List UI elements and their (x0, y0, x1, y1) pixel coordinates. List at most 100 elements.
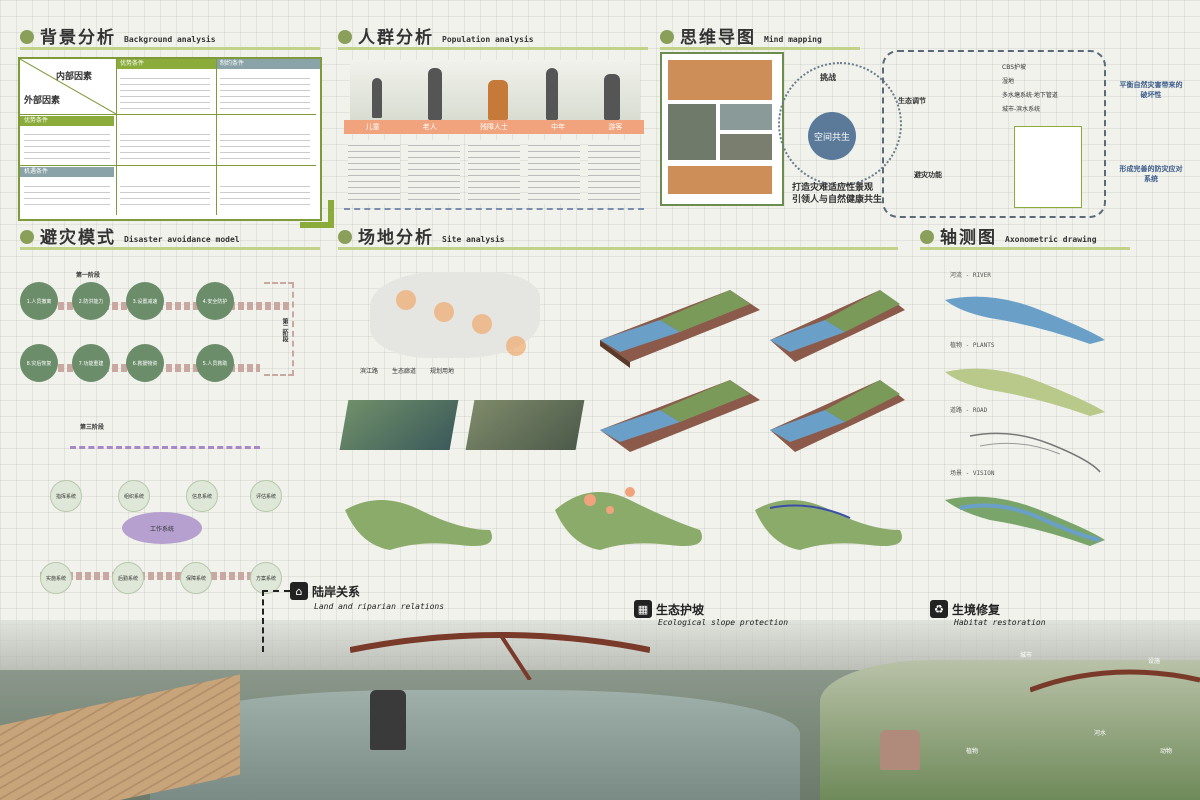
slope-title: ▦ 生态护坡 (634, 600, 704, 618)
flow-arrow-band (40, 302, 290, 310)
col-advantage-header: 优势条件 (116, 59, 218, 69)
mindmap-item: 湿地 (1002, 78, 1015, 85)
site-green-map (555, 487, 702, 550)
system-node: 评估系统 (250, 480, 282, 512)
bottom-label: 城市 (1020, 652, 1033, 659)
axo-road-layer (969, 432, 1101, 473)
population-bar (344, 120, 644, 134)
axo-layer-label: 植物 - PLANTS (950, 342, 995, 349)
section-title-zh: 人群分析 (358, 28, 434, 48)
mindmap-item: CBS护坡 (1002, 64, 1027, 71)
needs-text-lines (468, 140, 520, 204)
mindmap-dashed-frame (882, 50, 1106, 218)
challenge-label: 挑战 (820, 73, 836, 82)
habitat-title-en: Habitat restoration (954, 618, 1046, 627)
phase1-label: 第一阶段 (76, 272, 101, 279)
recycle-icon: ♻ (930, 600, 948, 618)
mindmap-text-banner (668, 166, 772, 194)
section-title-en: Mind mapping (764, 35, 822, 44)
needs-text-lines (348, 140, 400, 204)
mindmap-center-node: 空间共生 (808, 112, 856, 160)
cell-text-lines (220, 181, 310, 209)
right-note-2: 形成完善的防灾应对系统 (1119, 165, 1183, 183)
habitat-title-zh: 生境修复 (952, 602, 1001, 617)
system-node: 信息系统 (186, 480, 218, 512)
step-node: 6.救援物资 (126, 344, 164, 382)
legend-item: 滨江路 (360, 368, 379, 375)
mindmap-text-banner (668, 60, 772, 100)
slope-model (770, 290, 905, 362)
photographer-figure-icon (370, 690, 406, 750)
section-bullet-icon (920, 230, 934, 244)
disaster-section-header: 避灾模式 Disaster avoidance model (20, 222, 240, 248)
cell-text-lines (120, 73, 210, 109)
mindmap-subbox (1014, 126, 1082, 208)
mindmap-item: 城市-滨水系统 (1002, 106, 1041, 113)
step-node: 5.人员救助 (196, 344, 234, 382)
cell-text-lines (220, 129, 310, 159)
group-tourist-label: 游客 (608, 123, 623, 131)
section-title-en: Background analysis (124, 35, 216, 44)
terrain-block (465, 400, 585, 450)
mindmap-photo (720, 104, 772, 130)
land-relation-title: ⌂ 陆岸关系 (290, 582, 360, 600)
system-node: 方案系统 (250, 562, 282, 594)
table-row-divider (20, 165, 316, 166)
step-node: 1.人员撤离 (20, 282, 58, 320)
terrain-block (339, 400, 459, 450)
mindmap-slogan-2: 引领人与自然健康共生 (792, 195, 883, 205)
corner-bracket (300, 200, 334, 228)
ecology-label: 生态调节 (898, 97, 926, 105)
table-col-divider (216, 59, 217, 215)
cell-text-lines (24, 181, 110, 209)
section-underline (338, 247, 898, 250)
phase3-label: 第三阶段 (80, 424, 105, 431)
right-note-1: 平衡自然灾害带来的破坏性 (1119, 81, 1183, 99)
site-green-map (345, 500, 492, 550)
site-legend: 滨江路 生态廊道 规划用地 (360, 366, 454, 375)
node-marker (506, 336, 526, 356)
section-underline (338, 47, 648, 50)
disaster-mode-label: 避灾功能 (914, 171, 942, 179)
land-title-en: Land and riparian relations (314, 602, 445, 611)
step-node: 8.灾后恢复 (20, 344, 58, 382)
node-marker (472, 314, 492, 334)
section-bullet-icon (20, 30, 34, 44)
row-opportunity-header: 机遇条件 (20, 167, 114, 177)
cell-text-lines (24, 129, 110, 159)
flow-arrow-band (40, 572, 280, 580)
section-title-en: Population analysis (442, 35, 534, 44)
phase3-dashed-link (70, 446, 260, 455)
table-diagonal (20, 59, 116, 114)
system-node: 实施系统 (40, 562, 72, 594)
bottom-label: 植物 (966, 748, 979, 755)
background-section-header: 背景分析 Background analysis (20, 22, 216, 48)
sitting-people-icon (880, 730, 920, 770)
step-node: 4.安全防护 (196, 282, 234, 320)
phase2-label: 第二阶段 (281, 318, 288, 342)
section-title-zh: 背景分析 (40, 28, 116, 48)
mindmap-photo (720, 134, 772, 160)
section-underline (20, 247, 320, 250)
slope-model (770, 380, 905, 452)
section-bullet-icon (660, 30, 674, 44)
tourist-figure-icon (604, 74, 620, 120)
section-title-zh: 轴测图 (940, 228, 997, 248)
legend-item: 生态廊道 (392, 368, 417, 375)
panorama-strip: 设施 城市 河水 植物 动物 (0, 620, 1200, 800)
node-marker (396, 290, 416, 310)
system-node: 保障系统 (180, 562, 212, 594)
axo-section-header: 轴测图 Axonometric drawing (920, 222, 1097, 248)
group-adult-label: 中年 (551, 123, 566, 131)
system-node: 组织系统 (118, 480, 150, 512)
disabled-figure-icon (488, 80, 508, 120)
mindmap-slogan-1: 打造灾难适应性景观 (792, 183, 874, 193)
bottom-label: 设施 (1148, 658, 1161, 665)
elder-figure-icon (428, 68, 442, 120)
site-section-header: 场地分析 Site analysis (338, 222, 505, 248)
child-figure-icon (372, 78, 382, 118)
outer-factor-label: 外部因素 (24, 96, 61, 106)
step-node: 2.防洪能力 (72, 282, 110, 320)
group-child-label: 儿童 (365, 123, 380, 131)
cell-text-lines (120, 129, 210, 159)
